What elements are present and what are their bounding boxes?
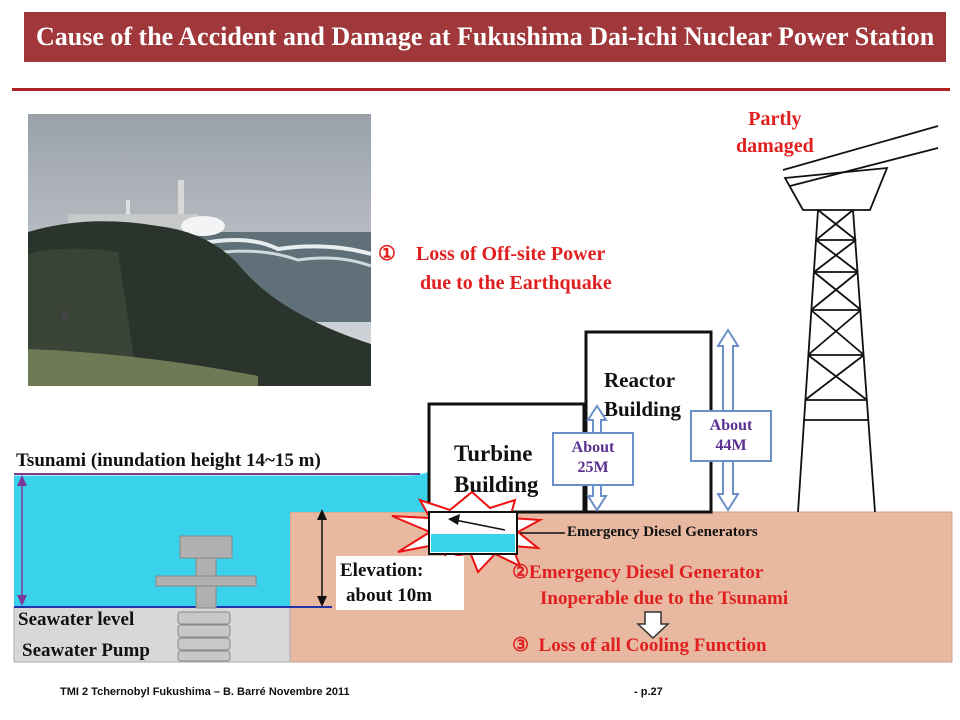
page-title: Cause of the Accident and Damage at Fuku… bbox=[36, 22, 935, 51]
seawater-pump-label: Seawater Pump bbox=[22, 640, 150, 661]
edg-flooding bbox=[431, 534, 515, 552]
transmission-tower bbox=[782, 125, 939, 513]
page-number: - p.27 bbox=[634, 686, 663, 698]
seabed bbox=[13, 606, 291, 663]
title-bar: Cause of the Accident and Damage at Fuku… bbox=[24, 12, 946, 62]
footer-credit: TMI 2 Tchernobyl Fukushima – B. Barré No… bbox=[60, 686, 350, 698]
step1-marker: ① bbox=[378, 243, 396, 265]
elevation-label: Elevation: about 10m bbox=[336, 556, 464, 610]
step3-text: ③ Loss of all Cooling Function bbox=[512, 635, 767, 656]
photo-grass bbox=[28, 349, 258, 386]
tower-damage-label: Partly damaged bbox=[736, 108, 814, 157]
height-label-44m: About 44M bbox=[690, 410, 772, 462]
seawater-level-label: Seawater level bbox=[18, 609, 135, 630]
photo-wave bbox=[197, 238, 371, 256]
step1-text: ① Loss of Off-site Power due to the Eart… bbox=[378, 243, 612, 294]
seawater-pump bbox=[155, 535, 257, 662]
turbine-building-label: Turbine Building bbox=[454, 441, 539, 497]
down-arrow bbox=[636, 611, 670, 640]
photo-stack bbox=[178, 180, 184, 230]
height-label-25m: About 25M bbox=[552, 432, 634, 486]
plant-photo bbox=[28, 114, 371, 386]
photo-splash bbox=[181, 216, 225, 236]
step3-marker: ③ bbox=[512, 635, 530, 656]
tsunami-label: Tsunami (inundation height 14~15 m) bbox=[16, 450, 321, 471]
reactor-building-label: Reactor Building bbox=[604, 368, 682, 421]
title-divider bbox=[12, 88, 950, 91]
edg-label: Emergency Diesel Generators bbox=[567, 524, 758, 540]
step2-text: ②Emergency Diesel Generator Inoperable d… bbox=[512, 562, 789, 609]
